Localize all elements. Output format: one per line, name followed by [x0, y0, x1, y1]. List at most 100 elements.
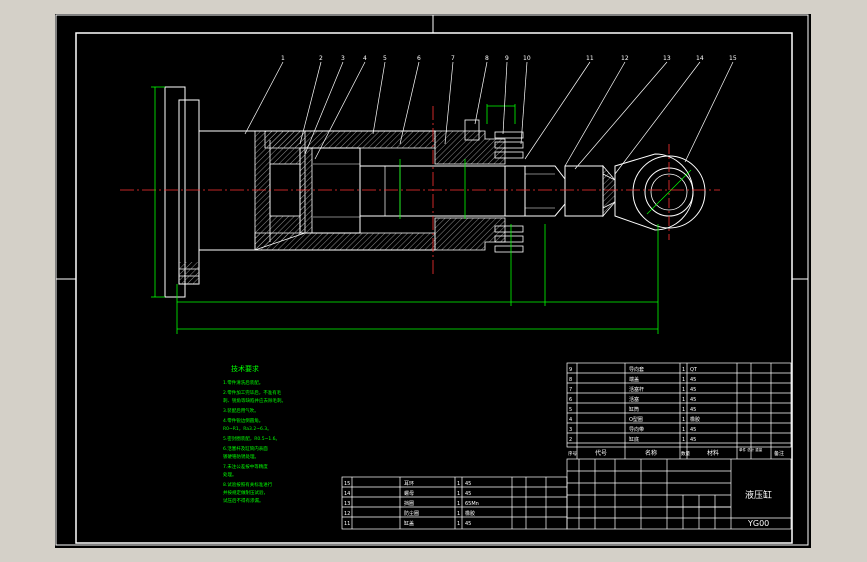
part-leaders	[244, 61, 734, 175]
parts-list-upper-text: 9 导向套 1 QT 8 端盖 1 45 7 活塞杆 1 45 6 活塞 1 4…	[568, 366, 784, 457]
svg-text:2: 2	[569, 437, 572, 443]
header-no: 序号	[568, 450, 577, 457]
parts-list-upper	[566, 362, 792, 459]
svg-text:橡胶: 橡胶	[690, 416, 700, 423]
tech-req-line: 处理。	[223, 471, 237, 478]
svg-text:5: 5	[569, 407, 572, 413]
svg-text:耳环: 耳环	[404, 481, 414, 487]
tech-req-line: 试压后不得有渗漏。	[223, 497, 264, 504]
assembly-drawing: 1 2 3 4 5 6 7 8 9 10 11 12 13 14 15 技术要求…	[55, 14, 809, 546]
svg-text:4: 4	[569, 417, 572, 423]
tech-req-line: 8.试验按照有关标准进行	[223, 481, 273, 488]
svg-text:导向套: 导向套	[629, 366, 644, 373]
tech-req-line: 刺、锐角等缺陷并应去除毛刺。	[223, 397, 286, 404]
cylinder-assembly	[164, 86, 706, 298]
svg-text:45: 45	[690, 397, 696, 403]
header-qty: 数量	[681, 450, 690, 457]
svg-text:45: 45	[465, 521, 471, 527]
svg-text:11: 11	[344, 521, 350, 527]
svg-text:QT: QT	[690, 367, 698, 373]
header-name: 名称	[645, 449, 657, 457]
svg-text:9: 9	[569, 367, 572, 373]
part-number-11: 11	[586, 55, 594, 62]
svg-text:端盖: 端盖	[629, 376, 639, 383]
svg-text:6: 6	[569, 397, 572, 403]
tech-req-line: 并按规定做耐压试验，	[223, 489, 268, 496]
part-number-14: 14	[696, 55, 704, 62]
technical-requirements: 技术要求 1.零件清洗后装配。 2.零件加工完毕后，不准有毛 刺、锐角等缺陷并应…	[223, 364, 286, 504]
header-code: 代号	[595, 449, 607, 457]
svg-text:45: 45	[690, 437, 696, 443]
title-block	[566, 458, 792, 530]
tech-req-line: 7.未注公差按中等精度	[223, 463, 268, 470]
tech-req-title: 技术要求	[231, 364, 259, 373]
svg-text:1: 1	[682, 407, 685, 413]
tech-req-line: 1.零件清洗后装配。	[223, 379, 263, 386]
svg-text:1: 1	[457, 481, 460, 487]
svg-text:防尘圈: 防尘圈	[404, 510, 419, 517]
part-number-1: 1	[281, 55, 285, 62]
part-number-2: 2	[319, 55, 323, 62]
svg-text:1: 1	[682, 367, 685, 373]
svg-text:导向带: 导向带	[629, 426, 644, 433]
header-material: 材料	[707, 449, 719, 457]
svg-text:1: 1	[682, 427, 685, 433]
svg-text:13: 13	[344, 501, 350, 507]
part-number-5: 5	[383, 55, 387, 62]
svg-text:12: 12	[344, 511, 350, 517]
svg-text:1: 1	[682, 397, 685, 403]
part-number-10: 10	[523, 55, 531, 62]
drawing-code: YG00	[747, 519, 769, 528]
tech-req-line: R0~R1，Ra3.2~6.3。	[223, 426, 272, 432]
part-number-12: 12	[621, 55, 629, 62]
svg-text:橡胶: 橡胶	[465, 510, 475, 517]
svg-text:1: 1	[457, 521, 460, 527]
svg-text:3: 3	[569, 427, 572, 433]
svg-text:1: 1	[457, 501, 460, 507]
parts-list-lower	[341, 476, 568, 530]
svg-text:1: 1	[457, 491, 460, 497]
part-number-15: 15	[729, 55, 737, 62]
svg-text:1: 1	[457, 511, 460, 517]
svg-text:挡圈: 挡圈	[404, 500, 414, 507]
tech-req-line: 6.活塞杆及缸筒内表面	[223, 445, 268, 452]
svg-text:活塞杆: 活塞杆	[629, 386, 644, 393]
part-number-13: 13	[663, 55, 671, 62]
dimension-lines	[151, 86, 659, 334]
part-number-9: 9	[505, 55, 509, 62]
svg-text:1: 1	[682, 437, 685, 443]
title-block-text: 液压缸 YG00	[745, 489, 772, 528]
svg-text:45: 45	[690, 377, 696, 383]
svg-text:螺母: 螺母	[404, 490, 414, 497]
header-note: 备注	[774, 450, 784, 457]
tech-req-line: 2.零件加工完毕后，不准有毛	[223, 389, 282, 396]
svg-text:缸底: 缸底	[629, 436, 639, 443]
svg-text:缸盖: 缸盖	[404, 520, 414, 527]
part-number-labels: 1 2 3 4 5 6 7 8 9 10 11 12 13 14 15	[281, 55, 737, 62]
svg-text:O型圈: O型圈	[629, 416, 643, 423]
tech-req-line: 3.装配后用气吹。	[223, 407, 259, 414]
svg-text:1: 1	[682, 387, 685, 393]
svg-text:活塞: 活塞	[629, 396, 639, 403]
part-number-4: 4	[363, 55, 367, 62]
svg-text:15: 15	[344, 481, 350, 487]
svg-text:45: 45	[690, 407, 696, 413]
svg-text:14: 14	[344, 491, 350, 497]
header-weight: 单件 总计 重量	[739, 447, 763, 452]
part-number-8: 8	[485, 55, 489, 62]
svg-text:7: 7	[569, 387, 572, 393]
svg-text:45: 45	[690, 427, 696, 433]
svg-text:8: 8	[569, 377, 572, 383]
part-number-3: 3	[341, 55, 345, 62]
part-number-7: 7	[451, 55, 455, 62]
svg-text:45: 45	[465, 491, 471, 497]
svg-text:45: 45	[465, 481, 471, 487]
svg-text:45: 45	[690, 387, 696, 393]
parts-list-lower-text: 15 耳环 1 45 14 螺母 1 45 13 挡圈 1 65Mn 12 防尘…	[344, 481, 479, 527]
outer-frame	[55, 14, 809, 546]
part-number-6: 6	[417, 55, 421, 62]
svg-text:1: 1	[682, 377, 685, 383]
svg-text:1: 1	[682, 417, 685, 423]
tech-req-line: 5.密封圈装配，R0.5~1.6。	[223, 435, 280, 442]
drawing-name: 液压缸	[745, 489, 772, 501]
